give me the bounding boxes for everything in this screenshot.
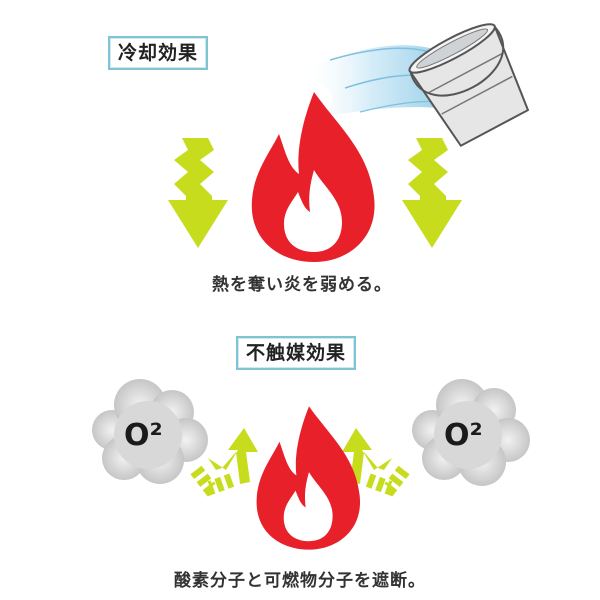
oxygen-label-left: O² [124, 418, 163, 453]
fire-cooling-icon [251, 92, 375, 262]
fire-smothering-icon [256, 406, 361, 550]
cooling-title: 冷却効果 [108, 36, 209, 70]
water-line-1 [329, 47, 431, 61]
oxygen-cloud-right-icon [412, 379, 530, 486]
bucket-icon [408, 23, 530, 148]
oxygen-label-right: O² [444, 418, 483, 453]
oxygen-cloud-left-icon [92, 379, 208, 484]
smothering-caption: 酸素分子と可燃物分子を遮断。 [174, 571, 426, 591]
bent-arrow-left-icon [190, 428, 258, 497]
smothering-title: 不触媒効果 [236, 336, 357, 370]
down-arrow-right-icon [402, 138, 462, 248]
down-arrow-left-icon [168, 138, 228, 248]
cooling-caption: 熱を奪い炎を弱める。 [212, 275, 392, 295]
bent-arrow-right-icon [342, 428, 410, 497]
